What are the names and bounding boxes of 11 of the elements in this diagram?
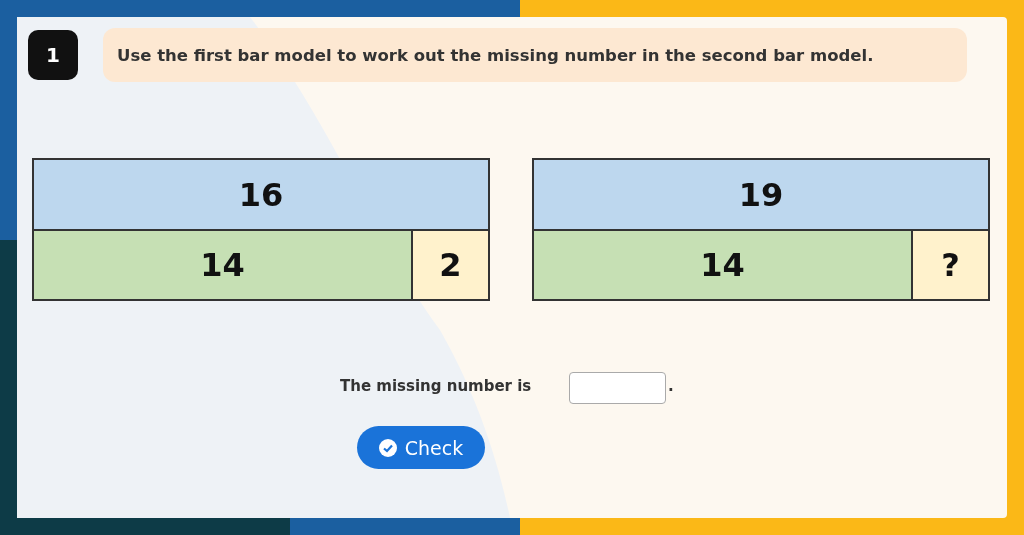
total-bar: 16 [32,158,490,231]
part-bar: 14 [532,229,913,301]
instruction-banner: Use the first bar model to work out the missing number in the second bar model. [103,28,967,82]
punctuation-text: . [668,377,674,395]
check-button: Check [357,426,485,469]
part-bar: 14 [32,229,413,301]
question-number-badge: 1 [28,30,78,80]
part-bar: 2 [411,229,490,301]
total-bar: 19 [532,158,990,231]
part-bar: ? [911,229,990,301]
prompt-text: The missing number is [340,377,532,395]
